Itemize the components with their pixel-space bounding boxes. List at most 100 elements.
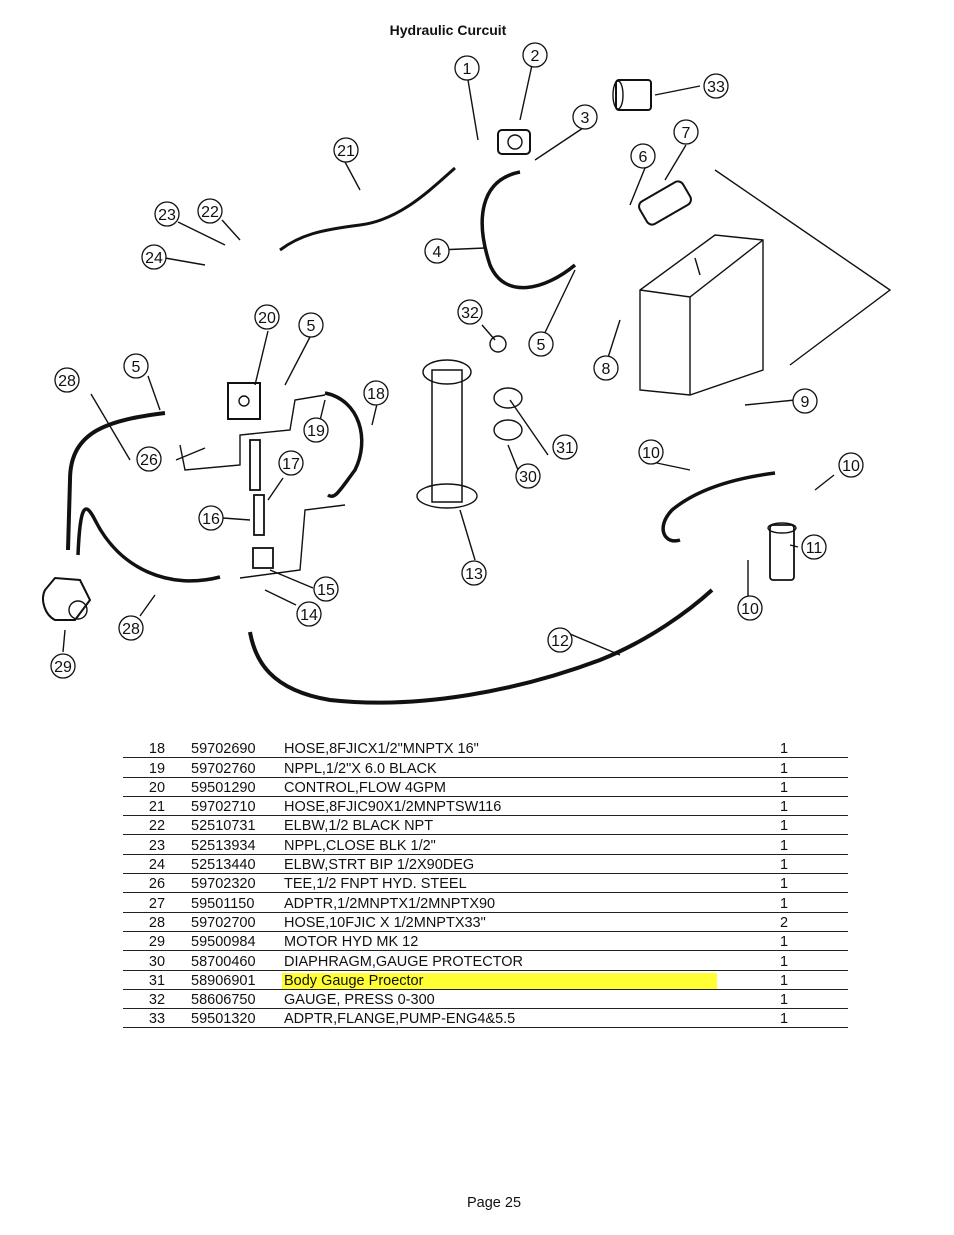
description-cell: Body Gauge Proector	[282, 970, 720, 990]
item-number-cell: 27	[123, 892, 191, 913]
quantity-cell: 1	[720, 815, 848, 836]
part-number-cell: 59702320	[191, 873, 284, 894]
item-number-cell: 20	[123, 777, 191, 797]
item-number-cell: 22	[123, 815, 191, 836]
callout: 32	[461, 305, 479, 322]
quantity-cell: 1	[720, 757, 848, 778]
description-cell: MOTOR HYD MK 12	[284, 931, 720, 952]
part-number-cell: 59501320	[191, 1008, 284, 1029]
quantity-cell: 2	[720, 912, 848, 932]
quantity-cell: 1	[720, 739, 848, 759]
quantity-cell: 1	[720, 931, 848, 952]
callout: 23	[158, 207, 176, 224]
callout: 13	[465, 566, 483, 583]
item-number-cell: 26	[123, 873, 191, 894]
callout: 10	[642, 445, 660, 462]
callout: 1	[463, 61, 472, 78]
description-cell: NPPL,1/2"X 6.0 BLACK	[284, 757, 720, 778]
page-number: Page 25	[466, 1195, 522, 1211]
callout: 5	[537, 337, 546, 354]
callout: 16	[202, 511, 220, 528]
callout: 28	[58, 373, 76, 390]
quantity-cell: 1	[720, 777, 848, 797]
callout: 21	[337, 143, 355, 160]
callout: 3	[581, 110, 590, 127]
description-cell: ELBW,1/2 BLACK NPT	[284, 815, 720, 836]
quantity-cell: 1	[720, 970, 848, 990]
callout: 6	[639, 149, 648, 166]
page-title: Hydraulic Curcuit	[389, 22, 507, 38]
part-number-cell: 52510731	[191, 815, 284, 836]
description-cell: NPPL,CLOSE BLK 1/2"	[284, 834, 720, 855]
callout: 18	[367, 386, 385, 403]
callout: 5	[307, 318, 316, 335]
part-number-cell: 59702710	[191, 796, 284, 817]
quantity-cell: 1	[720, 834, 848, 855]
description-cell: ELBW,STRT BIP 1/2X90DEG	[284, 854, 720, 875]
part-number-cell: 58700460	[191, 950, 284, 971]
part-number-cell: 59501290	[191, 777, 284, 797]
callout: 30	[519, 469, 537, 486]
item-number-cell: 21	[123, 796, 191, 817]
part-number-cell: 58606750	[191, 989, 284, 1010]
callout: 17	[282, 456, 300, 473]
description-cell: HOSE,10FJIC X 1/2MNPTX33"	[284, 912, 720, 932]
callout: 24	[145, 250, 163, 267]
quantity-cell: 1	[720, 892, 848, 913]
hydraulic-circuit-diagram: 1 2 3 33 21 6 7 23 22 24 4 32 5 20 5 8 2…	[42, 42, 892, 705]
description-cell: ADPTR,FLANGE,PUMP-ENG4&5.5	[284, 1008, 720, 1029]
description-cell: TEE,1/2 FNPT HYD. STEEL	[284, 873, 720, 894]
callout: 14	[300, 607, 318, 624]
quantity-cell: 1	[720, 854, 848, 875]
callout: 8	[602, 361, 611, 378]
callout: 12	[551, 633, 569, 650]
quantity-cell: 1	[720, 950, 848, 971]
quantity-cell: 1	[720, 1008, 848, 1029]
quantity-cell: 1	[720, 989, 848, 1010]
item-number-cell: 31	[123, 970, 191, 990]
item-number-cell: 29	[123, 931, 191, 952]
description-cell: CONTROL,FLOW 4GPM	[284, 777, 720, 797]
part-number-cell: 59702690	[191, 739, 284, 759]
part-number-cell: 59702700	[191, 912, 284, 932]
item-number-cell: 19	[123, 757, 191, 778]
description-cell: ADPTR,1/2MNPTX1/2MNPTX90	[284, 892, 720, 913]
callout: 20	[258, 310, 276, 327]
callout: 5	[132, 359, 141, 376]
part-number-cell: 59702760	[191, 757, 284, 778]
callout: 33	[707, 79, 725, 96]
part-number-cell: 52513440	[191, 854, 284, 875]
part-number-cell: 52513934	[191, 834, 284, 855]
callout: 15	[317, 582, 335, 599]
highlighted-description: Body Gauge Proector	[282, 972, 717, 989]
item-number-cell: 18	[123, 739, 191, 759]
callout: 19	[307, 423, 325, 440]
callout: 10	[741, 601, 759, 618]
part-number-cell: 59501150	[191, 892, 284, 913]
callout: 29	[54, 659, 72, 676]
description-cell: HOSE,8FJIC90X1/2MNPTSW116	[284, 796, 720, 817]
callout: 26	[140, 452, 158, 469]
callout: 31	[556, 440, 574, 457]
callout: 7	[682, 125, 691, 142]
description-cell: HOSE,8FJICX1/2"MNPTX 16"	[284, 739, 720, 759]
quantity-cell: 1	[720, 796, 848, 817]
callout: 4	[433, 244, 442, 261]
description-cell: DIAPHRAGM,GAUGE PROTECTOR	[284, 950, 720, 971]
item-number-cell: 24	[123, 854, 191, 875]
